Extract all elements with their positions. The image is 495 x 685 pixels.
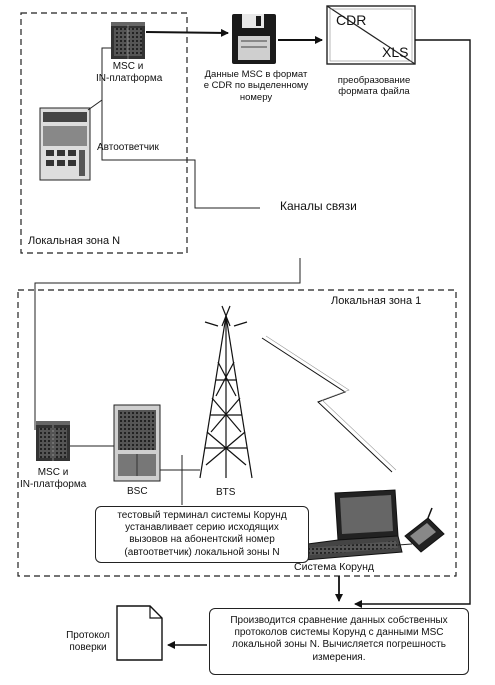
zone-n-msc-label-line-1: MSC и [112,61,144,72]
msc-in-platform-rack-zone-n-icon [111,22,145,59]
test-note-line-4: (автоответчик) локальной зоны N [124,546,280,558]
bts-tower-icon [199,305,253,479]
radio-link-zigzag [261,337,393,473]
zone-n-title: Локальная зона N [28,235,121,247]
msc-in-platform-rack-zone-1-icon [36,421,70,461]
comparison-line-4: измерения. [312,651,366,663]
converter-caption-line-1: преобразование [337,75,411,86]
cdr-data-caption: Данные MSC в формат е CDR по выделенному… [199,69,313,103]
comparison-note: Производится сравнение данных собственны… [209,608,469,675]
communication-channels-line [101,60,260,209]
converter-to-label: XLS [382,44,409,60]
zone-1-msc-label: MSC и IN-платформа [20,467,86,490]
cdr-xls-converter-icon [326,5,416,65]
korund-system-label: Система Корунд [294,561,375,573]
zone-1-msc-label-line-1: MSC и [37,467,69,478]
cdr-data-line-2: е CDR по выделенному [203,80,309,92]
radio-link-zigzag-shadow [265,335,397,471]
floppy-disk-icon [232,14,276,64]
cdr-data-line-3: номеру [239,91,273,103]
bts-label: BTS [216,487,236,498]
comparison-line-2: протоколов системы Корунд с данными MSC [234,627,444,639]
zone-1-msc-label-line-2: IN-платформа [20,478,87,490]
zone-n-msc-label-line-2: IN-платформа [96,72,163,84]
test-note-line-1: тестовый терминал системы Корунд [117,510,287,521]
mobile-phone-icon [404,507,445,553]
protocol-document-icon [116,605,163,661]
protocol-label-line-1: Протокол [66,630,110,641]
channels-to-zone1-line [34,258,301,430]
zone-n-boundary [20,12,188,254]
cdr-data-line-1: Данные MSC в формат [204,69,308,80]
comparison-line-1: Производится сравнение данных собственны… [230,615,448,626]
communication-channels-label: Каналы связи [280,199,357,213]
comparison-line-3: локальной зоны N. Вычисляется погрешност… [232,639,446,651]
converter-to-comparison-line [354,39,471,608]
test-terminal-note: тестовый терминал системы Корунд устанав… [95,506,309,563]
zone-1-title: Локальная зона 1 [331,295,422,307]
protocol-label-line-2: поверки [69,641,107,653]
laptop-to-phone-cable [397,543,413,546]
zone-1-boundary [17,289,457,577]
bsc-cabinet-icon [113,404,161,482]
answering-machine-label: Автоответчик [97,142,159,153]
converter-caption: преобразование формата файла [329,75,419,98]
zone-n-msc-label: MSC и IN-платформа [96,61,163,84]
converter-from-label: CDR [336,12,367,28]
bsc-label: BSC [127,486,148,497]
protocol-label: Протокол поверки [60,630,116,653]
test-note-line-2: устанавливает серию исходящих [125,522,279,534]
answering-machine-icon [39,107,91,181]
korund-laptop-icon [299,489,403,561]
test-note-line-3: вызовов на абонентский номер [129,534,275,546]
converter-caption-line-2: формата файла [338,86,410,98]
arrow-msc-to-floppy [145,28,229,37]
